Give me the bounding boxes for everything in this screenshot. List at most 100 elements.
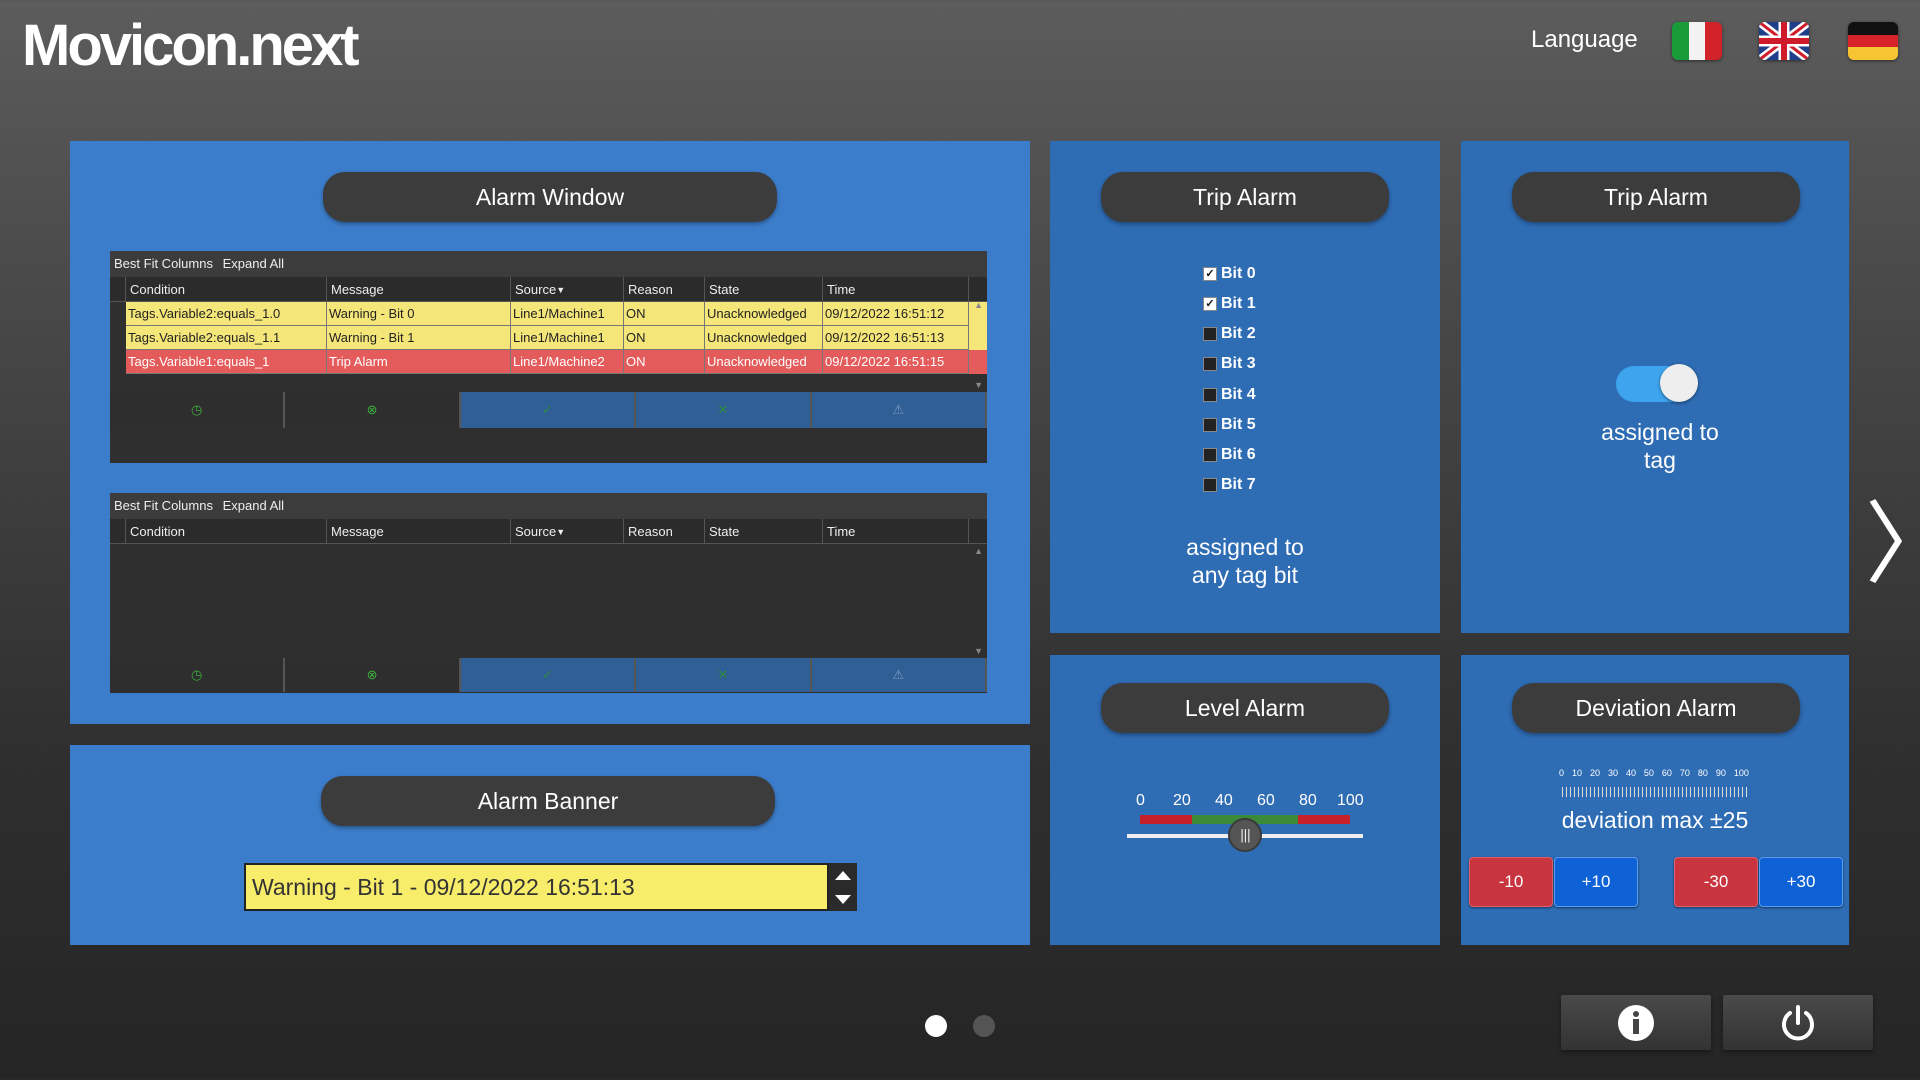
warning-icon[interactable]: ⚠	[811, 392, 988, 428]
bit-2-checkbox[interactable]: Bit 2	[1203, 325, 1256, 343]
power-button[interactable]	[1723, 995, 1873, 1050]
cell-time: 09/12/2022 16:51:12	[823, 302, 969, 326]
bit-label: Bit 4	[1221, 386, 1256, 403]
caption-line: assigned to	[1186, 534, 1304, 560]
column-condition[interactable]: Condition	[126, 277, 327, 301]
table-row[interactable]: Tags.Variable2:equals_1.1 Warning - Bit …	[110, 326, 987, 350]
table-row[interactable]: Tags.Variable1:equals_1 Trip Alarm Line1…	[110, 350, 987, 374]
alarm-banner-panel: Alarm Banner	[70, 745, 1030, 945]
column-time[interactable]: Time	[823, 277, 969, 301]
deviation-scale-label: 60	[1661, 768, 1672, 778]
banner-spinner	[829, 863, 857, 911]
checkbox-icon[interactable]	[1203, 327, 1217, 341]
plus-30-button[interactable]: +30	[1759, 857, 1843, 907]
alarm-window-title: Alarm Window	[323, 172, 777, 222]
header-spacer	[110, 277, 126, 301]
bit-6-checkbox[interactable]: Bit 6	[1203, 446, 1256, 464]
trip-alarm-bits-caption: assigned to any tag bit	[1050, 533, 1440, 589]
bit-label: Bit 3	[1221, 355, 1256, 372]
expand-all-button[interactable]: Expand All	[222, 256, 285, 271]
clock-icon[interactable]: ◷	[110, 658, 286, 692]
check-icon[interactable]: ✓	[460, 392, 637, 428]
filter-icon[interactable]: ▼	[556, 285, 566, 295]
scroll-down-icon[interactable]: ▼	[974, 380, 983, 390]
info-icon	[1618, 1004, 1654, 1041]
cell-message: Warning - Bit 1	[327, 326, 511, 350]
checkbox-checked-icon[interactable]: ✓	[1203, 297, 1217, 311]
info-button[interactable]	[1561, 995, 1711, 1050]
table-row[interactable]: Tags.Variable2:equals_1.0 Warning - Bit …	[110, 302, 987, 326]
uk-flag-icon[interactable]	[1759, 22, 1809, 60]
expand-all-button[interactable]: Expand All	[222, 498, 285, 513]
circle-x-icon[interactable]: ⊗	[285, 392, 461, 428]
plus-10-button[interactable]: +10	[1554, 857, 1638, 907]
movicon-logo: Movicon.next	[22, 13, 360, 78]
header-spacer	[110, 519, 126, 543]
bit-7-checkbox[interactable]: Bit 7	[1203, 476, 1256, 494]
level-slider-thumb[interactable]: |||	[1228, 818, 1262, 852]
column-source[interactable]: Source▼	[511, 519, 624, 543]
next-page-icon[interactable]: 〉	[1865, 500, 1920, 590]
bit-label: Bit 5	[1221, 416, 1256, 433]
scroll-up-icon[interactable]: ▲	[974, 546, 983, 556]
best-fit-columns-button[interactable]: Best Fit Columns	[114, 498, 213, 513]
alarm-banner-text[interactable]: Warning - Bit 1 - 09/12/2022 16:51:13	[244, 863, 829, 911]
bit-3-checkbox[interactable]: Bit 3	[1203, 355, 1256, 373]
deviation-scale-label: 0	[1559, 768, 1565, 778]
x-icon[interactable]: ✕	[636, 658, 812, 692]
bit-0-checkbox[interactable]: ✓Bit 0	[1203, 265, 1256, 283]
cell-condition: Tags.Variable2:equals_1.0	[126, 302, 327, 326]
filter-icon[interactable]: ▼	[556, 527, 566, 537]
checkbox-checked-icon[interactable]: ✓	[1203, 267, 1217, 281]
scroll-up-icon[interactable]: ▲	[974, 300, 983, 310]
warning-icon[interactable]: ⚠	[811, 658, 988, 692]
clock-icon[interactable]: ◷	[110, 392, 286, 428]
bit-4-checkbox[interactable]: Bit 4	[1203, 386, 1256, 404]
column-source[interactable]: Source▼	[511, 277, 624, 301]
page-dot-2[interactable]	[973, 1015, 995, 1037]
check-icon[interactable]: ✓	[460, 658, 637, 692]
trip-alarm-toggle-title: Trip Alarm	[1512, 172, 1800, 222]
cell-reason: ON	[624, 326, 705, 350]
italian-flag-icon[interactable]	[1672, 22, 1722, 60]
column-message[interactable]: Message	[327, 519, 511, 543]
column-message[interactable]: Message	[327, 277, 511, 301]
trip-alarm-toggle-switch[interactable]	[1616, 364, 1698, 402]
caption-line: tag	[1644, 447, 1676, 473]
checkbox-icon[interactable]	[1203, 478, 1217, 492]
checkbox-icon[interactable]	[1203, 448, 1217, 462]
alarm-banner-title: Alarm Banner	[321, 776, 775, 826]
checkbox-icon[interactable]	[1203, 418, 1217, 432]
minus-10-button[interactable]: -10	[1469, 857, 1553, 907]
cell-time: 09/12/2022 16:51:15	[823, 350, 969, 374]
bit-1-checkbox[interactable]: ✓Bit 1	[1203, 295, 1256, 313]
grid-footer: ◷ ⊗ ✓ ✕ ⚠	[110, 658, 988, 692]
bit-label: Bit 7	[1221, 476, 1256, 493]
column-condition[interactable]: Condition	[126, 519, 327, 543]
column-state[interactable]: State	[705, 277, 823, 301]
level-scale-label: 100	[1337, 792, 1364, 809]
column-reason[interactable]: Reason	[624, 519, 705, 543]
cell-reason: ON	[624, 302, 705, 326]
language-label: Language	[1531, 26, 1638, 53]
banner-up-icon[interactable]	[835, 870, 851, 880]
circle-x-icon[interactable]: ⊗	[285, 658, 461, 692]
best-fit-columns-button[interactable]: Best Fit Columns	[114, 256, 213, 271]
cell-state: Unacknowledged	[705, 326, 823, 350]
column-state[interactable]: State	[705, 519, 823, 543]
x-icon[interactable]: ✕	[636, 392, 812, 428]
banner-down-icon[interactable]	[835, 894, 851, 904]
deviation-scale: 0 10 20 30 40 50 60 70 80 90 100	[1559, 768, 1749, 778]
german-flag-icon[interactable]	[1848, 22, 1898, 60]
scroll-down-icon[interactable]: ▼	[974, 646, 983, 656]
trip-alarm-bits-title: Trip Alarm	[1101, 172, 1389, 222]
bit-label: Bit 2	[1221, 325, 1256, 342]
checkbox-icon[interactable]	[1203, 357, 1217, 371]
column-time[interactable]: Time	[823, 519, 969, 543]
power-icon	[1782, 1004, 1814, 1040]
page-dot-1[interactable]	[925, 1015, 947, 1037]
bit-5-checkbox[interactable]: Bit 5	[1203, 416, 1256, 434]
column-reason[interactable]: Reason	[624, 277, 705, 301]
checkbox-icon[interactable]	[1203, 388, 1217, 402]
minus-30-button[interactable]: -30	[1674, 857, 1758, 907]
